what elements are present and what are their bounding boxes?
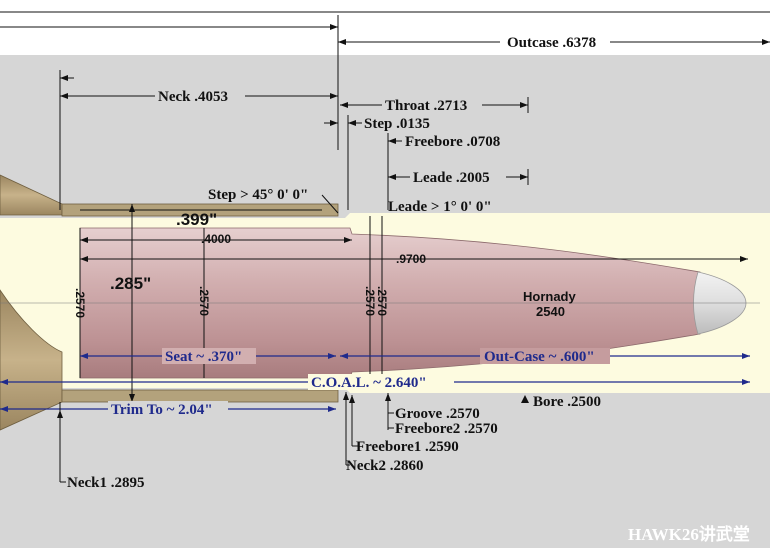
neck-label: Neck .4053 [158, 89, 228, 105]
arrow [520, 174, 528, 180]
arrow [328, 406, 336, 412]
dia-b-label: .2570 [197, 286, 211, 316]
trim-label: Trim To ~ 2.04" [111, 402, 213, 418]
arrow [60, 93, 68, 99]
bore-label: Bore .2500 [533, 394, 601, 410]
trim-label-bg [108, 401, 228, 417]
arrow [762, 39, 770, 45]
step-angle-label: Step > 45° 0' 0" [208, 187, 308, 203]
arrow [349, 395, 355, 403]
arrow [344, 237, 352, 243]
arrow [521, 395, 529, 403]
arrow [80, 256, 88, 262]
step-angle-leader [321, 194, 339, 214]
arrow [343, 392, 349, 400]
out-case-label: Out-Case ~ .600" [484, 349, 595, 365]
arrow [742, 379, 750, 385]
seat-len-label: .4000 [201, 232, 231, 246]
neck1-label: Neck1 .2895 [67, 475, 145, 491]
arrow [388, 138, 396, 144]
arrow [742, 353, 750, 359]
dia-a-label: .2570 [73, 288, 87, 318]
arrow [80, 353, 88, 359]
leade-label: Leade .2005 [413, 170, 490, 186]
arrow [740, 256, 748, 262]
groove-label: Groove .2570 [395, 406, 480, 422]
neck2-label: Neck2 .2860 [346, 458, 424, 474]
outcase-label: Outcase .6378 [507, 35, 596, 51]
arrow [348, 120, 356, 126]
arrow [129, 394, 135, 402]
throat-label: Throat .2713 [385, 98, 467, 114]
arrow [60, 75, 68, 81]
arrow [330, 93, 338, 99]
coal-label: C.O.A.L. ~ 2.640" [311, 375, 427, 391]
seat-label: Seat ~ .370" [165, 349, 242, 365]
bullet-weight-label: 2540 [536, 304, 565, 319]
arrow [0, 406, 8, 412]
out-case-label-bg [480, 348, 610, 364]
bullet-name-label: Hornady [523, 289, 577, 304]
arrow [385, 393, 391, 401]
arrow [330, 120, 338, 126]
freebore2-label: Freebore2 .2570 [395, 421, 498, 437]
freebore1-label: Freebore1 .2590 [356, 439, 459, 455]
arrow [80, 237, 88, 243]
arrow [0, 379, 8, 385]
arrow [340, 353, 348, 359]
arrow [338, 39, 346, 45]
arrow [129, 204, 135, 212]
throat-label-bg [382, 97, 482, 113]
step-label: Step .0135 [364, 116, 430, 132]
seat-label-bg [162, 348, 256, 364]
watermark: HAWK26讲武堂 [628, 524, 750, 544]
arrow [340, 102, 348, 108]
dia-c-label: .2570 [363, 286, 377, 316]
arrow [57, 410, 63, 418]
arrow [520, 102, 528, 108]
arrow [388, 174, 396, 180]
arrow [328, 353, 336, 359]
coal-label-bg [308, 374, 454, 390]
freebore-label: Freebore .0708 [405, 134, 500, 150]
neck-label-bg [155, 88, 245, 104]
body-diameter-label: .285" [110, 274, 151, 293]
neck-od-label: .399" [176, 210, 217, 229]
dia-d-label: .2570 [375, 286, 389, 316]
arrow [330, 24, 338, 30]
leade-angle-label: Leade > 1° 0' 0" [388, 199, 492, 215]
bullet-len-label: .9700 [396, 252, 426, 266]
outcase-label-bg [500, 34, 610, 50]
case-neck-lower [61, 389, 339, 403]
leade-label-bg [410, 169, 506, 185]
